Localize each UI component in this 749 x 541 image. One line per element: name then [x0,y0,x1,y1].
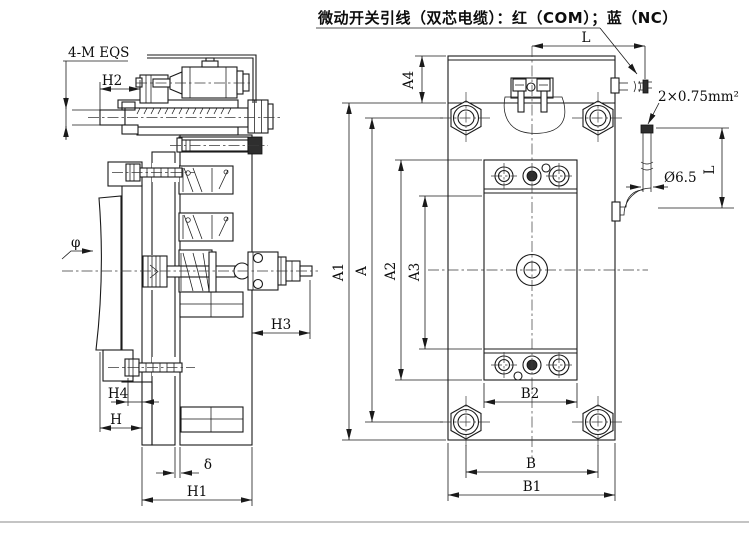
left-view-side-section: 4-M EQS H2 φ H3 H4 H δ [61,45,318,506]
pressure-spring-2 [182,214,229,240]
bolt-washer [176,137,183,153]
pin-hole [513,371,523,381]
dim-label-cable-spec: 2×0.75mm² [658,89,739,105]
dim-label-h1: H1 [187,484,207,500]
dim-label-b1: B1 [523,479,542,495]
pressure-spring-1 [182,167,229,193]
dim-label-a1: A1 [331,263,347,282]
actuator-cap [201,60,219,68]
dim-label-h3: H3 [271,317,291,333]
cable-side-bend [611,124,654,222]
dim-label-h4: H4 [108,386,128,402]
dim-label-h2: H2 [102,73,122,89]
hex-bolt-bottom-right [572,396,624,448]
dim-label-a3: A3 [407,263,423,282]
note-text: 微动开关引线（双芯电缆）：红（COM）；蓝（NC） [317,9,678,27]
dim-label-b: B [526,456,536,472]
right-view-dimensions: A4 A1 A A2 A3 L L Ø6.5 2×0.75mm² [331,30,739,501]
dim-label-a4: A4 [401,71,417,90]
switch-pocket-hatch [503,96,566,134]
dim-label-delta: δ [204,457,212,473]
hex-bolt-top-right [572,92,624,144]
armature-plate-section [151,151,176,446]
dim-label-4m-eqs: 4-M EQS [68,45,129,61]
actuator-ring-2 [242,73,250,92]
right-view-front: A4 A1 A A2 A3 L L Ø6.5 2×0.75mm² [331,30,739,501]
dim-label-phi: φ [71,235,80,251]
mounting-hex-bolts [440,92,624,448]
friction-pad-section [95,195,122,351]
switch-lead-note: 微动开关引线（双芯电缆）：红（COM）；蓝（NC） [316,9,678,75]
dim-label-h: H [110,412,122,428]
rod-hex-nut [247,99,269,134]
armature-lower-flange [141,381,153,446]
left-view-dimensions: 4-M EQS H2 φ H3 H4 H δ [61,45,311,506]
upper-thin-plate [117,99,239,109]
actuator-ring-1 [236,70,244,95]
cable-exit-top [610,77,652,94]
rod-collar-bottom [121,124,139,135]
dim-label-l-side: L [702,165,718,174]
note-leader [599,27,638,75]
micro-switch-terminals [510,77,554,113]
pin-hole [541,163,551,173]
switch-mounting-bracket [147,54,257,103]
actuator-pin [135,77,143,88]
rod-washer [267,103,274,130]
lower-thin-plate [136,126,239,136]
dim-label-cable-dia: Ø6.5 [664,170,697,186]
hex-bolt-top-left [440,92,492,144]
coil-window-upper [179,291,244,318]
rod-collar-top [121,101,136,111]
lower-pad-screw [124,358,183,377]
coil-window-lower [180,406,244,433]
dim-label-b2: B2 [521,386,540,402]
central-adjust-screw [142,251,313,293]
dim-label-a2: A2 [383,262,399,281]
dim-label-a: A [354,266,370,277]
hex-bolt-bottom-left [440,396,492,448]
dim-label-l-top: L [582,30,591,46]
